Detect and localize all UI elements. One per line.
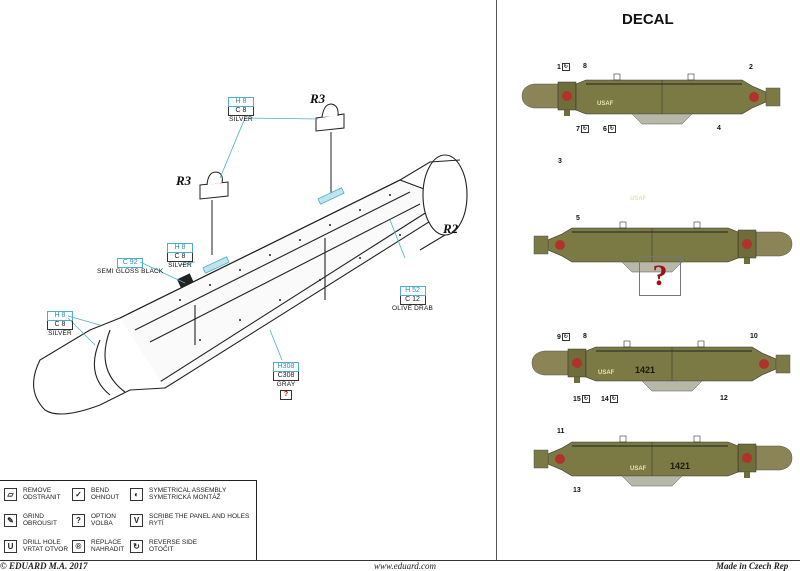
sensor-window [176, 273, 194, 288]
drill-hole-icon: U [4, 539, 17, 553]
option-icon: ? [72, 513, 85, 527]
usaf-marking: USAF [630, 196, 647, 202]
decal-number: 14↻ [601, 395, 618, 403]
humbrol-code: H 8 [228, 97, 254, 107]
mr-color-code: C 8 [47, 321, 73, 330]
humbrol-code: H 52 [399, 286, 426, 296]
bend-icon: ✓ [72, 487, 85, 501]
paint-callout-olive-drab: H 52 C 12 OLIVE DRAB [392, 286, 433, 313]
humbrol-code: H308 [273, 362, 299, 372]
serial-number: 1421 [670, 461, 690, 471]
assembly-drawing [33, 103, 468, 415]
mr-color-code: C 92 [117, 258, 144, 268]
decal-number: 3 [558, 158, 562, 165]
paint-name: GRAY [276, 381, 296, 388]
r3-mount-right [315, 103, 345, 132]
decal-view-3 [531, 340, 791, 392]
r3-mount-left [199, 171, 229, 200]
serial-number: 1421 [635, 365, 655, 375]
decal-number: 11 [557, 428, 565, 435]
decal-number: 15↻ [573, 395, 590, 403]
paint-name: SILVER [229, 116, 253, 123]
pod-body [33, 154, 468, 415]
part-label-r2: R2 [443, 221, 459, 236]
usaf-marking: USAF [630, 466, 647, 472]
paint-callout-semi-gloss-black: C 92 SEMI GLOSS BLACK [97, 258, 163, 276]
reverse-side-icon: ↻ [130, 539, 143, 553]
option-question-mark: ? [639, 256, 681, 296]
humbrol-code: H 8 [167, 243, 193, 253]
decal-number: 1↻ [557, 63, 570, 71]
mr-color-code: C 8 [228, 107, 254, 116]
decal-view-1 [521, 73, 781, 125]
decal-view-4 [533, 435, 793, 487]
mr-color-code: C 12 [399, 296, 426, 305]
mr-color-code: C308 [273, 372, 299, 381]
replace-icon: ® [72, 539, 85, 553]
decal-number: 7↻ [576, 125, 589, 133]
decal-number: 13 [573, 487, 581, 494]
rivets [179, 194, 401, 341]
copyright: © EDUARD M.A. 2017 [0, 561, 88, 571]
paint-callout-silver: H 8 C 8 SILVER [228, 97, 254, 124]
decal-title: DECAL [622, 11, 674, 28]
decal-number: 8 [583, 333, 587, 340]
decal-number: 8 [583, 63, 587, 70]
usaf-marking: USAF [597, 101, 614, 107]
paint-callout-silver: H 8 C 8 SILVER [47, 311, 73, 338]
option-icon: ? [280, 390, 292, 400]
decal-number: 2 [749, 64, 753, 71]
decal-number: 12 [720, 395, 728, 402]
scribe-icon: V [130, 513, 143, 527]
paint-callout-silver: H 8 C 8 SILVER [167, 243, 193, 270]
symmetrical-assembly-icon: ◐ [130, 487, 143, 501]
humbrol-code: H 8 [47, 311, 73, 321]
decal-views: USAF USAF USAF USAF 1421 1421 [521, 73, 793, 487]
paint-callout-gray: H308 C308 GRAY ? [273, 362, 299, 400]
paint-name: SILVER [48, 330, 72, 337]
footer-divider [0, 560, 800, 561]
paint-name: SILVER [168, 262, 192, 269]
remove-icon: ▱ [4, 487, 17, 501]
decal-number: 4 [717, 125, 721, 132]
paint-name: SEMI GLOSS BLACK [97, 268, 164, 275]
grind-icon: ✎ [4, 513, 17, 527]
page-divider [496, 0, 497, 560]
usaf-marking: USAF [598, 370, 615, 376]
paint-name: OLIVE DRAB [392, 305, 434, 312]
website-link[interactable]: www.eduard.com [374, 561, 436, 571]
decal-number: 5 [576, 215, 580, 222]
decal-number: 10 [750, 333, 758, 340]
part-label-r3: R3 [176, 173, 192, 188]
part-label-r3: R3 [310, 91, 326, 106]
made-in: Made in Czech Rep [716, 561, 789, 571]
decal-number: 6↻ [603, 125, 616, 133]
mr-color-code: C 8 [167, 253, 193, 262]
decal-number: 9↻ [557, 333, 570, 341]
